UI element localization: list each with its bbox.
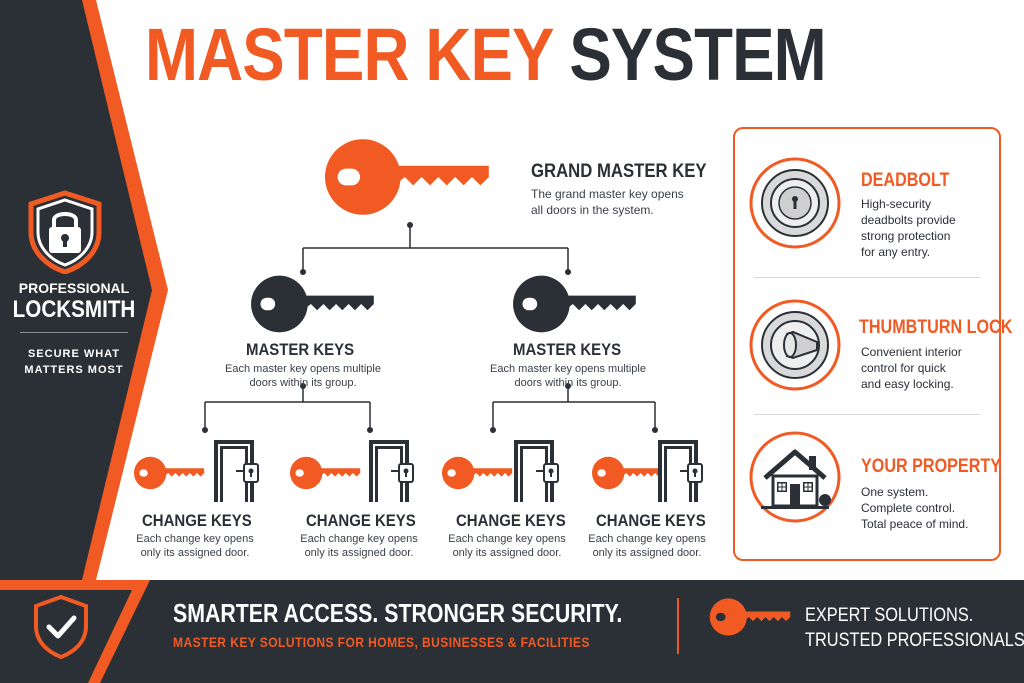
change-key-desc-line1: Each change key opens: [300, 533, 418, 545]
shield-check-icon: [34, 594, 88, 660]
change-key-title: CHANGE KEYS: [456, 511, 566, 530]
feature-desc-line2: Complete control.: [861, 501, 956, 515]
feature-title: DEADBOLT: [861, 170, 950, 191]
change-key-title: CHANGE KEYS: [306, 511, 416, 530]
footer-headline: SMARTER ACCESS. STRONGER SECURITY.: [173, 598, 623, 628]
door-icon: [658, 440, 703, 503]
change-key-desc-line2: only its assigned door.: [140, 547, 250, 559]
grand-master-key-icon: [325, 139, 489, 215]
page-title-part1: MASTER KEY: [145, 13, 553, 96]
change-key-desc-line2: only its assigned door.: [452, 547, 562, 559]
feature-desc-line3: Total peace of mind.: [861, 517, 969, 531]
panel-divider: [754, 414, 980, 415]
door-icon: [514, 440, 559, 503]
feature-desc-line4: for any entry.: [861, 245, 931, 259]
change-key-desc-line2: only its assigned door.: [304, 547, 414, 559]
grand-master-desc-line1: The grand master key opens: [531, 187, 684, 201]
footer-subline: MASTER KEY SOLUTIONS FOR HOMES, BUSINESS…: [173, 634, 590, 650]
change-key-desc-line1: Each change key opens: [588, 533, 706, 545]
brand-line1: PROFESSIONAL: [18, 280, 130, 296]
feature-desc-line2: control for quick: [861, 361, 946, 375]
change-key-desc-line1: Each change key opens: [448, 533, 566, 545]
page-title-part2: SYSTEM: [569, 13, 826, 96]
brand-slogan-line2: MATTERS MOST: [24, 364, 124, 376]
master-key-title: MASTER KEYS: [246, 340, 355, 359]
change-key-desc-line2: only its assigned door.: [592, 547, 702, 559]
change-key-icon: [290, 456, 361, 490]
deadbolt-icon: [749, 157, 841, 249]
brand-slogan-line1: SECURE WHAT: [27, 348, 121, 360]
door-icon: [369, 440, 414, 503]
footer-bar: [0, 580, 1024, 683]
feature-desc-line3: and easy locking.: [861, 377, 954, 391]
change-key-icon: [592, 456, 663, 490]
footer-key-icon: [709, 598, 791, 636]
change-key-icon: [442, 456, 513, 490]
feature-desc-line1: High-security: [861, 197, 932, 211]
grand-master-title: GRAND MASTER KEY: [531, 161, 707, 182]
master-key-desc-line1: Each master key opens multiple: [225, 363, 381, 375]
brand-ribbon: [0, 0, 168, 580]
feature-title: YOUR PROPERTY: [861, 456, 1001, 477]
page-title: MASTER KEY SYSTEM: [145, 18, 827, 92]
change-key-title: CHANGE KEYS: [596, 511, 706, 530]
feature-title: THUMBTURN LOCK: [859, 317, 1013, 338]
footer-right-line1: EXPERT SOLUTIONS.: [805, 605, 974, 626]
feature-desc-line2: deadbolts provide: [861, 213, 956, 227]
panel-divider: [754, 277, 980, 278]
footer-right-line2: TRUSTED PROFESSIONALS.: [805, 630, 1024, 651]
change-key-icon: [134, 456, 205, 490]
master-key-desc-line2: doors within its group.: [249, 377, 357, 389]
master-key-icon: [251, 275, 374, 333]
brand-line2: LOCKSMITH: [12, 296, 136, 323]
footer-separator: [677, 598, 679, 654]
door-icon: [214, 440, 259, 503]
master-key-title: MASTER KEYS: [513, 340, 622, 359]
feature-desc-line1: One system.: [861, 485, 929, 499]
grand-master-desc-line2: all doors in the system.: [531, 203, 654, 217]
master-key-desc-line2: doors within its group.: [514, 377, 622, 389]
change-key-title: CHANGE KEYS: [142, 511, 252, 530]
thumbturn-icon: [749, 299, 841, 391]
feature-desc-line3: strong protection: [861, 229, 951, 243]
house-icon: [749, 431, 841, 523]
master-key-desc-line1: Each master key opens multiple: [490, 363, 646, 375]
padlock-shield-icon: [28, 190, 102, 274]
feature-desc-line1: Convenient interior: [861, 345, 962, 359]
change-key-desc-line1: Each change key opens: [136, 533, 254, 545]
master-key-icon: [513, 275, 636, 333]
brand-divider: [20, 332, 128, 333]
